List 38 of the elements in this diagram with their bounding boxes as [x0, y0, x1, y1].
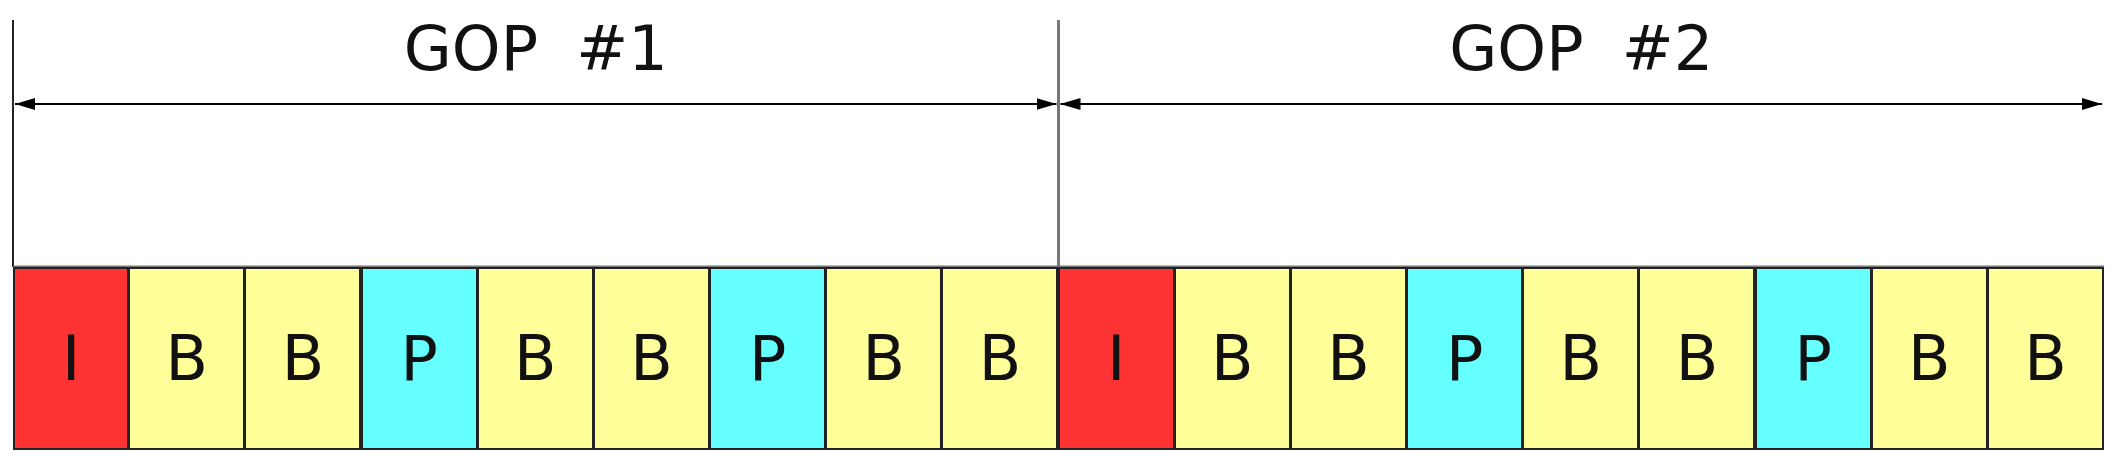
frame-box	[1870, 267, 1988, 450]
group-label: GOP #2	[1449, 18, 1714, 80]
frame-type: B	[1907, 327, 1951, 390]
frame-box	[1638, 267, 1756, 450]
frame-box	[1406, 267, 1524, 450]
frame-box	[1754, 267, 1872, 450]
frame-type: P	[400, 327, 438, 390]
frame-type: B	[978, 327, 1022, 390]
frame-type: B	[513, 327, 557, 390]
frame-box	[13, 267, 130, 450]
frame-box	[1522, 267, 1640, 450]
frame-box	[1173, 267, 1291, 450]
frame-type: P	[1794, 327, 1832, 390]
frame-box	[128, 267, 246, 450]
frame-box	[941, 267, 1059, 450]
frame-type: B	[281, 327, 325, 390]
frame-type: I	[61, 327, 81, 390]
frame-type: B	[862, 327, 905, 390]
frame-type: I	[1106, 327, 1126, 390]
group-label: GOP #1	[403, 18, 668, 80]
frame-type: B	[2024, 327, 2067, 390]
frame-box	[1289, 267, 1407, 450]
frame-type: B	[165, 327, 208, 390]
frame-type: B	[1675, 327, 1719, 390]
frame-type: P	[748, 327, 787, 390]
frame-type: B	[1327, 327, 1370, 390]
frame-type: B	[1559, 327, 1602, 390]
frame-box	[1986, 267, 2104, 450]
frame-box	[476, 267, 594, 450]
frame-type: B	[630, 327, 673, 390]
frame-box	[825, 267, 943, 450]
frame-box	[1057, 267, 1175, 450]
frame-type: P	[1445, 327, 1484, 390]
frame-box	[360, 267, 478, 450]
frame-box	[592, 267, 710, 450]
frame-box	[709, 267, 827, 450]
frame-type: B	[1210, 327, 1254, 390]
frame-box	[244, 267, 362, 450]
